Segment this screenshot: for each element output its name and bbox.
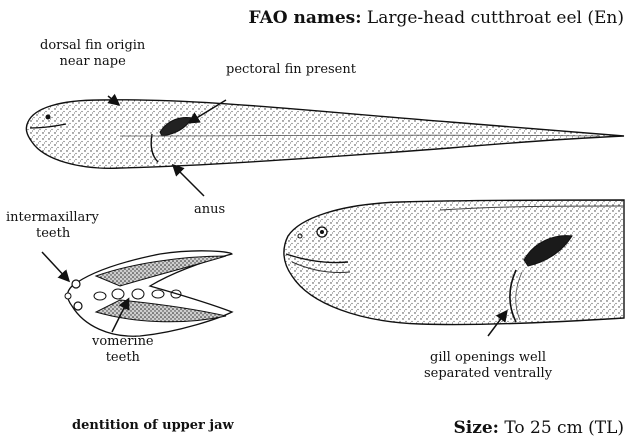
intermaxillary-label-line1: intermaxillary (6, 210, 99, 226)
dentition-caption: dentition of upper jaw (72, 418, 234, 433)
intermaxillary-teeth-label: intermaxillary teeth (6, 210, 99, 242)
vomerine-teeth-label: vomerine teeth (92, 334, 154, 366)
vomerine-label-line1: vomerine (92, 334, 154, 350)
pectoral-fin-label: pectoral fin present (226, 62, 356, 78)
dorsal-fin-label: dorsal fin origin near nape (40, 38, 145, 70)
vomerine-label-line2: teeth (92, 350, 154, 366)
gill-openings-label: gill openings well separated ventrally (424, 350, 552, 382)
head-closeup-drawing (284, 200, 624, 325)
anus-label-text: anus (194, 202, 225, 217)
upper-jaw-dentition-drawing (65, 251, 232, 336)
anus-label: anus (194, 202, 225, 218)
intermaxillary-label-line2: teeth (6, 226, 99, 242)
full-body-eel-drawing (26, 100, 624, 168)
pectoral-fin-label-text: pectoral fin present (226, 62, 356, 77)
gill-label-line2: separated ventrally (424, 366, 552, 382)
dorsal-fin-label-line1: dorsal fin origin (40, 38, 145, 54)
anus-arrow (174, 166, 204, 196)
intermaxillary-arrow (42, 252, 68, 280)
dorsal-fin-label-line2: near nape (40, 54, 145, 70)
size-label: Size: (453, 418, 498, 438)
gill-label-line1: gill openings well (424, 350, 552, 366)
size-value: To 25 cm (TL) (504, 418, 624, 438)
size-line: Size: To 25 cm (TL) (453, 418, 624, 438)
